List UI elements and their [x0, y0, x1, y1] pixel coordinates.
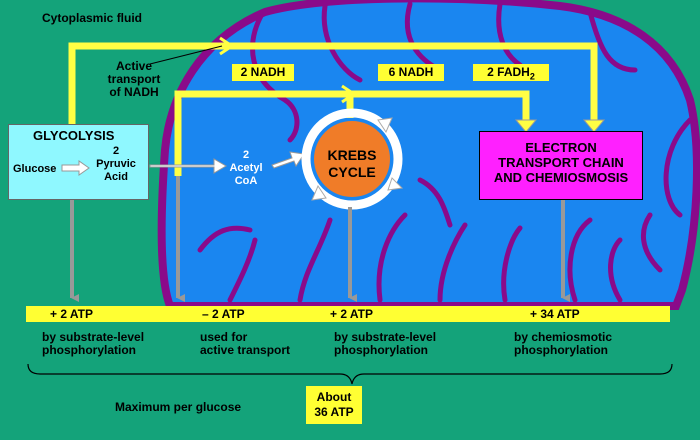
glucose-label: Glucose — [13, 163, 57, 175]
acetyl-coa-label: 2 Acetyl CoA — [229, 149, 263, 187]
krebs-core — [314, 121, 390, 197]
glucose-to-pyruvate-arrow — [61, 160, 90, 176]
atp-desc-transport: used for active transport — [200, 330, 291, 357]
max-per-glucose-label: Maximum per glucose — [115, 400, 242, 414]
total-bracket — [27, 363, 673, 385]
krebs-label: KREBS CYCLE — [327, 147, 377, 180]
atp-value-transport: – 2 ATP — [202, 307, 245, 321]
midpoint-chevron-inner — [341, 84, 357, 104]
atp-desc-glycolysis: by substrate-level phosphorylation — [42, 330, 145, 357]
active-transport-pointer — [149, 45, 223, 65]
acetyl-to-krebs-arrow — [271, 151, 305, 169]
atp-value-glycolysis: + 2 ATP — [50, 307, 94, 321]
midpoint-chevron-outer — [219, 36, 235, 56]
pyruvic-acid-label: 2 Pyruvic Acid — [96, 145, 136, 183]
atp-value-krebs: + 2 ATP — [330, 307, 374, 321]
nadh-6-tag: 6 NADH — [378, 64, 444, 81]
atp-down-arrows — [70, 176, 570, 302]
outer-arrow-head — [582, 119, 606, 133]
krebs-ring-arrow-right — [387, 177, 404, 191]
atp-value-etc: + 34 ATP — [530, 307, 580, 321]
glycolysis-title: GLYCOLYSIS — [33, 128, 115, 143]
fadh2-tag: 2 FADH2 — [473, 64, 549, 81]
atp-desc-krebs: by substrate-level phosphorylation — [334, 330, 437, 357]
krebs-ring-arrow-bottom — [311, 184, 327, 201]
inner-arrow-head — [514, 119, 538, 133]
krebs-ring-arrow-top — [377, 117, 393, 134]
atp-yield-bar — [26, 306, 670, 322]
glycolysis-box: GLYCOLYSIS Glucose 2 Pyruvic Acid — [8, 124, 149, 200]
total-atp-box: About 36 ATP — [306, 386, 362, 424]
cytoplasm-label: Cytoplasmic fluid — [42, 11, 143, 25]
glycolysis-to-acetyl-arrow — [149, 158, 227, 174]
atp-desc-etc: by chemiosmotic phosphorylation — [514, 330, 613, 357]
active-transport-label: Active transport of NADH — [107, 59, 161, 99]
nadh-2-tag: 2 NADH — [232, 64, 294, 81]
krebs-ring — [301, 108, 403, 210]
electron-transport-box: ELECTRON TRANSPORT CHAIN AND CHEMIOSMOSI… — [479, 131, 643, 200]
outer-nadh-arrow — [68, 42, 598, 124]
krebs-cycle — [301, 108, 404, 210]
